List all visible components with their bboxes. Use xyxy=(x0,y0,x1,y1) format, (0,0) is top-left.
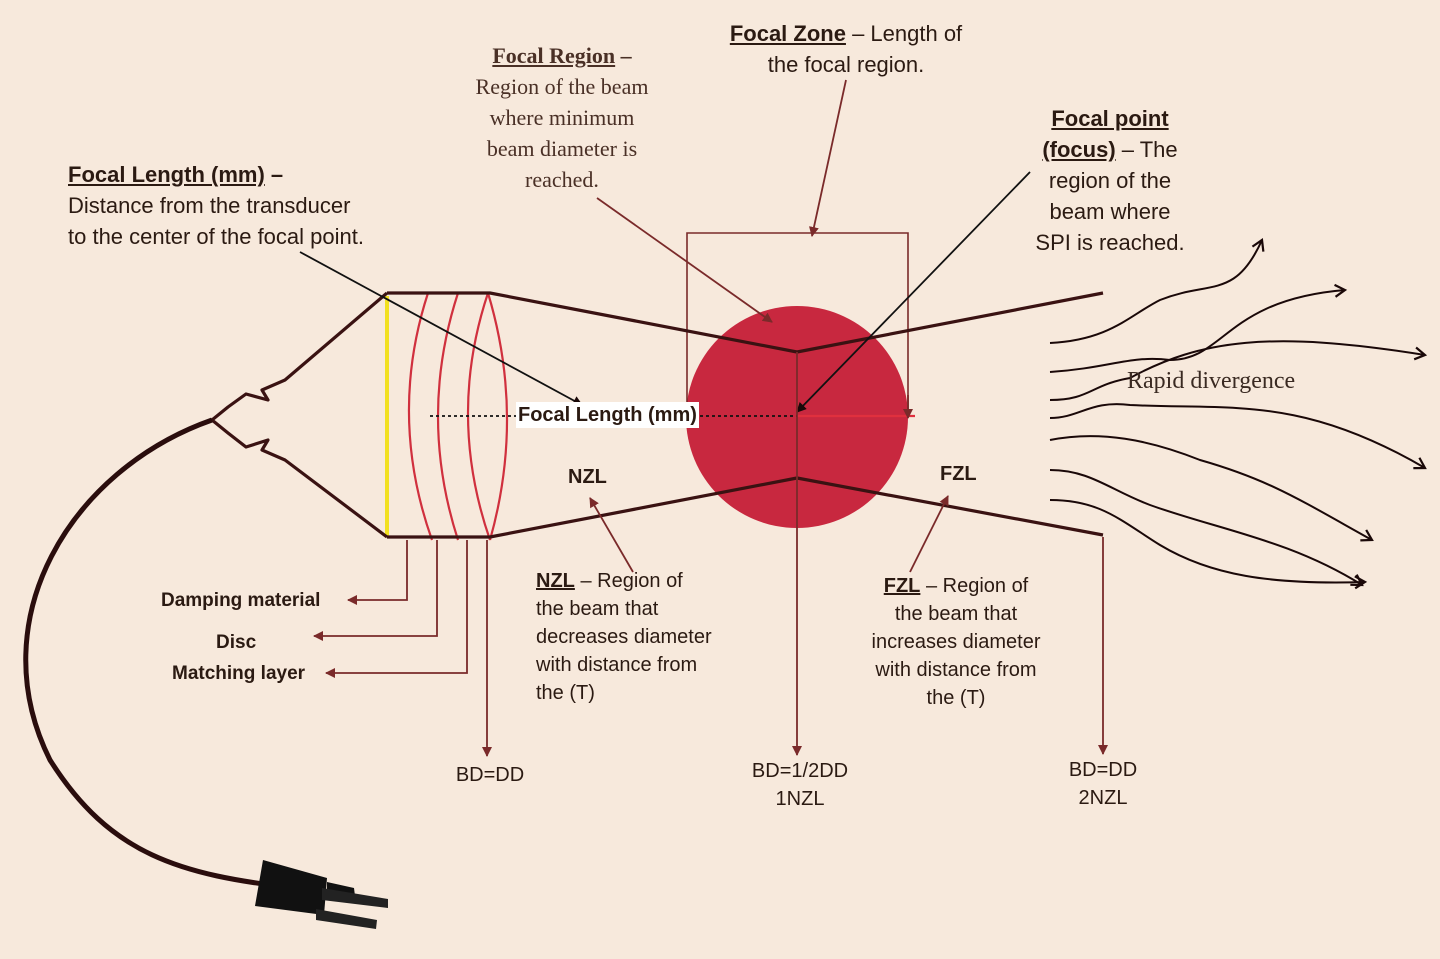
fzl-def-dash: – Region of xyxy=(920,575,1029,597)
rapid-divergence-label: Rapid divergence xyxy=(1127,368,1296,394)
focal-point-label: Focal point (focus) – The region of the … xyxy=(1010,103,1210,258)
nzl-pointer xyxy=(589,497,634,573)
bd-half-text: BD=1/2DD xyxy=(751,760,849,782)
fzl-def-desc-1: the beam that xyxy=(894,603,1018,625)
focal-point-term: Focal point xyxy=(1051,106,1169,131)
focal-region-desc-4: reached. xyxy=(525,167,599,192)
power-plug-icon xyxy=(255,860,388,929)
focal-zone-label: Focal Zone – Length of the focal region. xyxy=(696,18,996,80)
fzl-pointer xyxy=(909,495,949,573)
fzl-short-label: FZL xyxy=(940,463,977,485)
focal-length-desc-1: Distance from the transducer xyxy=(68,193,351,218)
focal-length-desc-2: to the center of the focal point. xyxy=(68,224,364,249)
focal-zone-dash: – Length of xyxy=(845,21,963,46)
damping-material-pointer xyxy=(347,540,408,605)
one-nzl-text: 1NZL xyxy=(775,788,825,810)
nzl-def-desc-3: with distance from xyxy=(536,654,698,676)
focal-length-label: Focal Length (mm) – Distance from the tr… xyxy=(68,159,364,252)
fzl-def-desc-2: increases diameter xyxy=(871,631,1041,653)
nzl-def-term: NZL xyxy=(536,570,575,592)
focal-zone-box xyxy=(686,232,909,417)
focal-region-desc-2: where minimum xyxy=(489,105,635,130)
focal-zone-pointer xyxy=(809,79,847,237)
damping-material-label: Damping material xyxy=(161,590,321,611)
focal-length-axis-label: Focal Length (mm) xyxy=(516,402,699,428)
matching-layer-label: Matching layer xyxy=(172,663,306,684)
nzl-short-label: NZL xyxy=(568,466,607,488)
focal-length-term: Focal Length (mm) xyxy=(68,162,265,187)
focal-point-desc-3: SPI is reached. xyxy=(1035,230,1185,255)
disc-pointer xyxy=(313,540,438,641)
nzl-def-dash: – Region of xyxy=(574,570,683,592)
focal-zone-desc: the focal region. xyxy=(767,52,925,77)
nzl-def-desc-1: the beam that xyxy=(536,598,659,620)
focal-point-desc-2: beam where xyxy=(1049,199,1171,224)
focal-region-dash: – xyxy=(615,43,632,68)
focal-length-pointer xyxy=(299,251,583,406)
fzl-def-term: FZL xyxy=(883,575,921,597)
focal-point-desc-1: region of the xyxy=(1048,168,1172,193)
bd-half-label: BD=1/2DD 1NZL xyxy=(740,757,860,813)
two-nzl-text: 2NZL xyxy=(1078,787,1128,809)
matching-layer-pointer xyxy=(325,540,468,678)
fzl-definition: FZL – Region of the beam that increases … xyxy=(846,572,1066,712)
focal-length-dash: – xyxy=(264,162,284,187)
focal-point-dash: – The xyxy=(1115,137,1178,162)
focal-region-desc-3: beam diameter is xyxy=(486,136,638,161)
fzl-def-desc-3: with distance from xyxy=(875,659,1037,681)
focal-region-label: Focal Region – Region of the beam where … xyxy=(430,40,694,195)
transducer-cable xyxy=(23,417,296,891)
wavy-arrow-icon xyxy=(1049,238,1428,590)
focal-region-term: Focal Region xyxy=(492,43,616,68)
focal-region-pointer xyxy=(596,197,773,323)
pointers xyxy=(299,79,1108,757)
nzl-def-desc-4: the (T) xyxy=(536,682,595,704)
focal-point-pointer xyxy=(796,171,1031,413)
bd-dd-end-text: BD=DD xyxy=(1068,759,1138,781)
bd-dd-end-label: BD=DD 2NZL xyxy=(1053,756,1153,812)
focal-region-desc-1: Region of the beam xyxy=(475,74,649,99)
nzl-definition: NZL – Region of the beam that decreases … xyxy=(536,567,712,707)
focal-zone-term: Focal Zone xyxy=(729,21,846,46)
disc-label: Disc xyxy=(216,632,257,653)
fzl-def-desc-4: the (T) xyxy=(926,687,986,709)
bd-dd-start-label: BD=DD xyxy=(455,764,525,786)
nzl-def-desc-2: decreases diameter xyxy=(536,626,712,648)
focal-point-term-2: (focus) xyxy=(1042,137,1116,162)
